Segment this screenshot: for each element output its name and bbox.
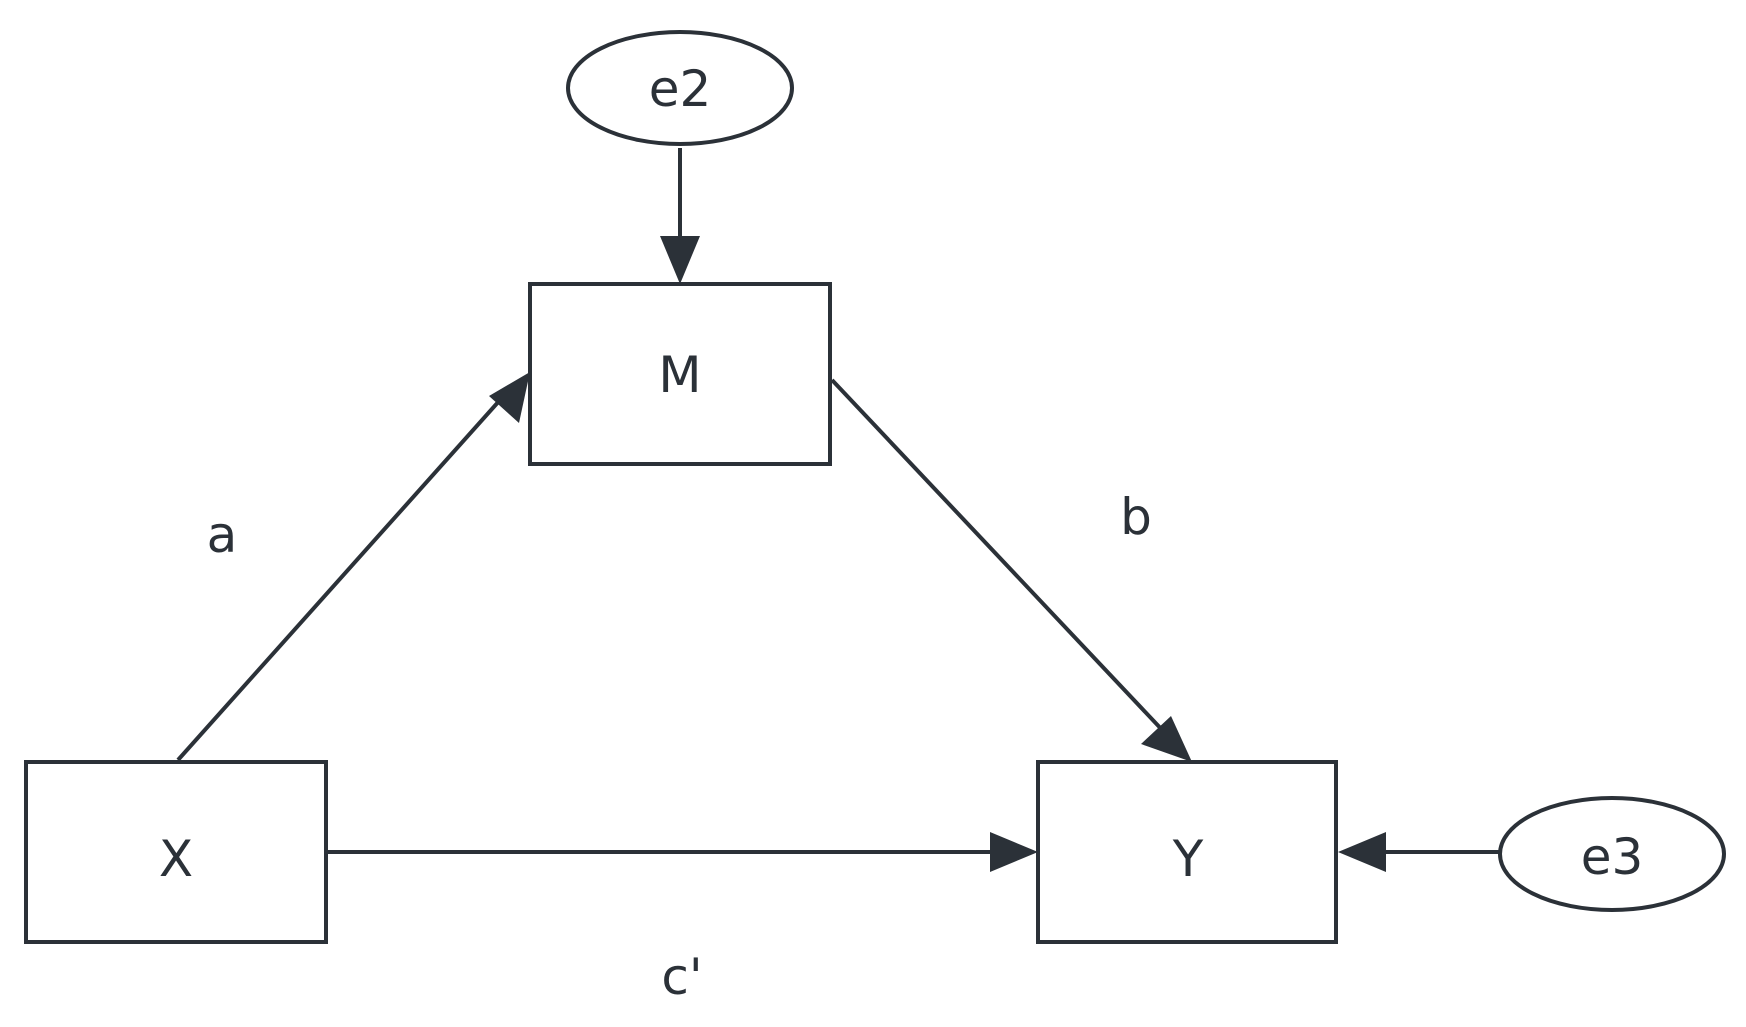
x-label: X bbox=[159, 830, 193, 888]
e2-label: e2 bbox=[649, 60, 712, 118]
arrowhead-e2-m bbox=[660, 236, 700, 284]
x-box bbox=[24, 760, 328, 944]
edge-x-to-m bbox=[176, 372, 530, 762]
m-label: M bbox=[658, 346, 701, 404]
node-e3: e3 bbox=[1498, 796, 1726, 912]
node-x: X bbox=[24, 760, 328, 944]
node-y: Y bbox=[1036, 760, 1338, 944]
e3-label: e3 bbox=[1581, 828, 1644, 886]
path-label-a: a bbox=[207, 506, 238, 564]
arrowhead-e3-y bbox=[1338, 832, 1386, 872]
edge-x-to-y bbox=[326, 832, 1038, 872]
path-label-c-prime: c' bbox=[661, 948, 702, 1006]
node-m: M bbox=[528, 282, 832, 466]
e3-ellipse bbox=[1498, 796, 1726, 912]
edge-e2-to-m bbox=[660, 148, 700, 284]
y-label: Y bbox=[1172, 830, 1204, 888]
edge-m-to-y bbox=[830, 378, 1192, 762]
arrowhead-x-m bbox=[489, 372, 530, 423]
edges bbox=[176, 148, 1500, 872]
node-e2: e2 bbox=[566, 30, 794, 146]
m-box bbox=[528, 282, 832, 466]
e2-ellipse bbox=[566, 30, 794, 146]
arrowhead-m-y bbox=[1141, 716, 1192, 762]
arrowhead-x-y bbox=[990, 832, 1038, 872]
y-box bbox=[1036, 760, 1338, 944]
edge-e3-to-y bbox=[1338, 832, 1500, 872]
path-label-b: b bbox=[1120, 488, 1152, 546]
